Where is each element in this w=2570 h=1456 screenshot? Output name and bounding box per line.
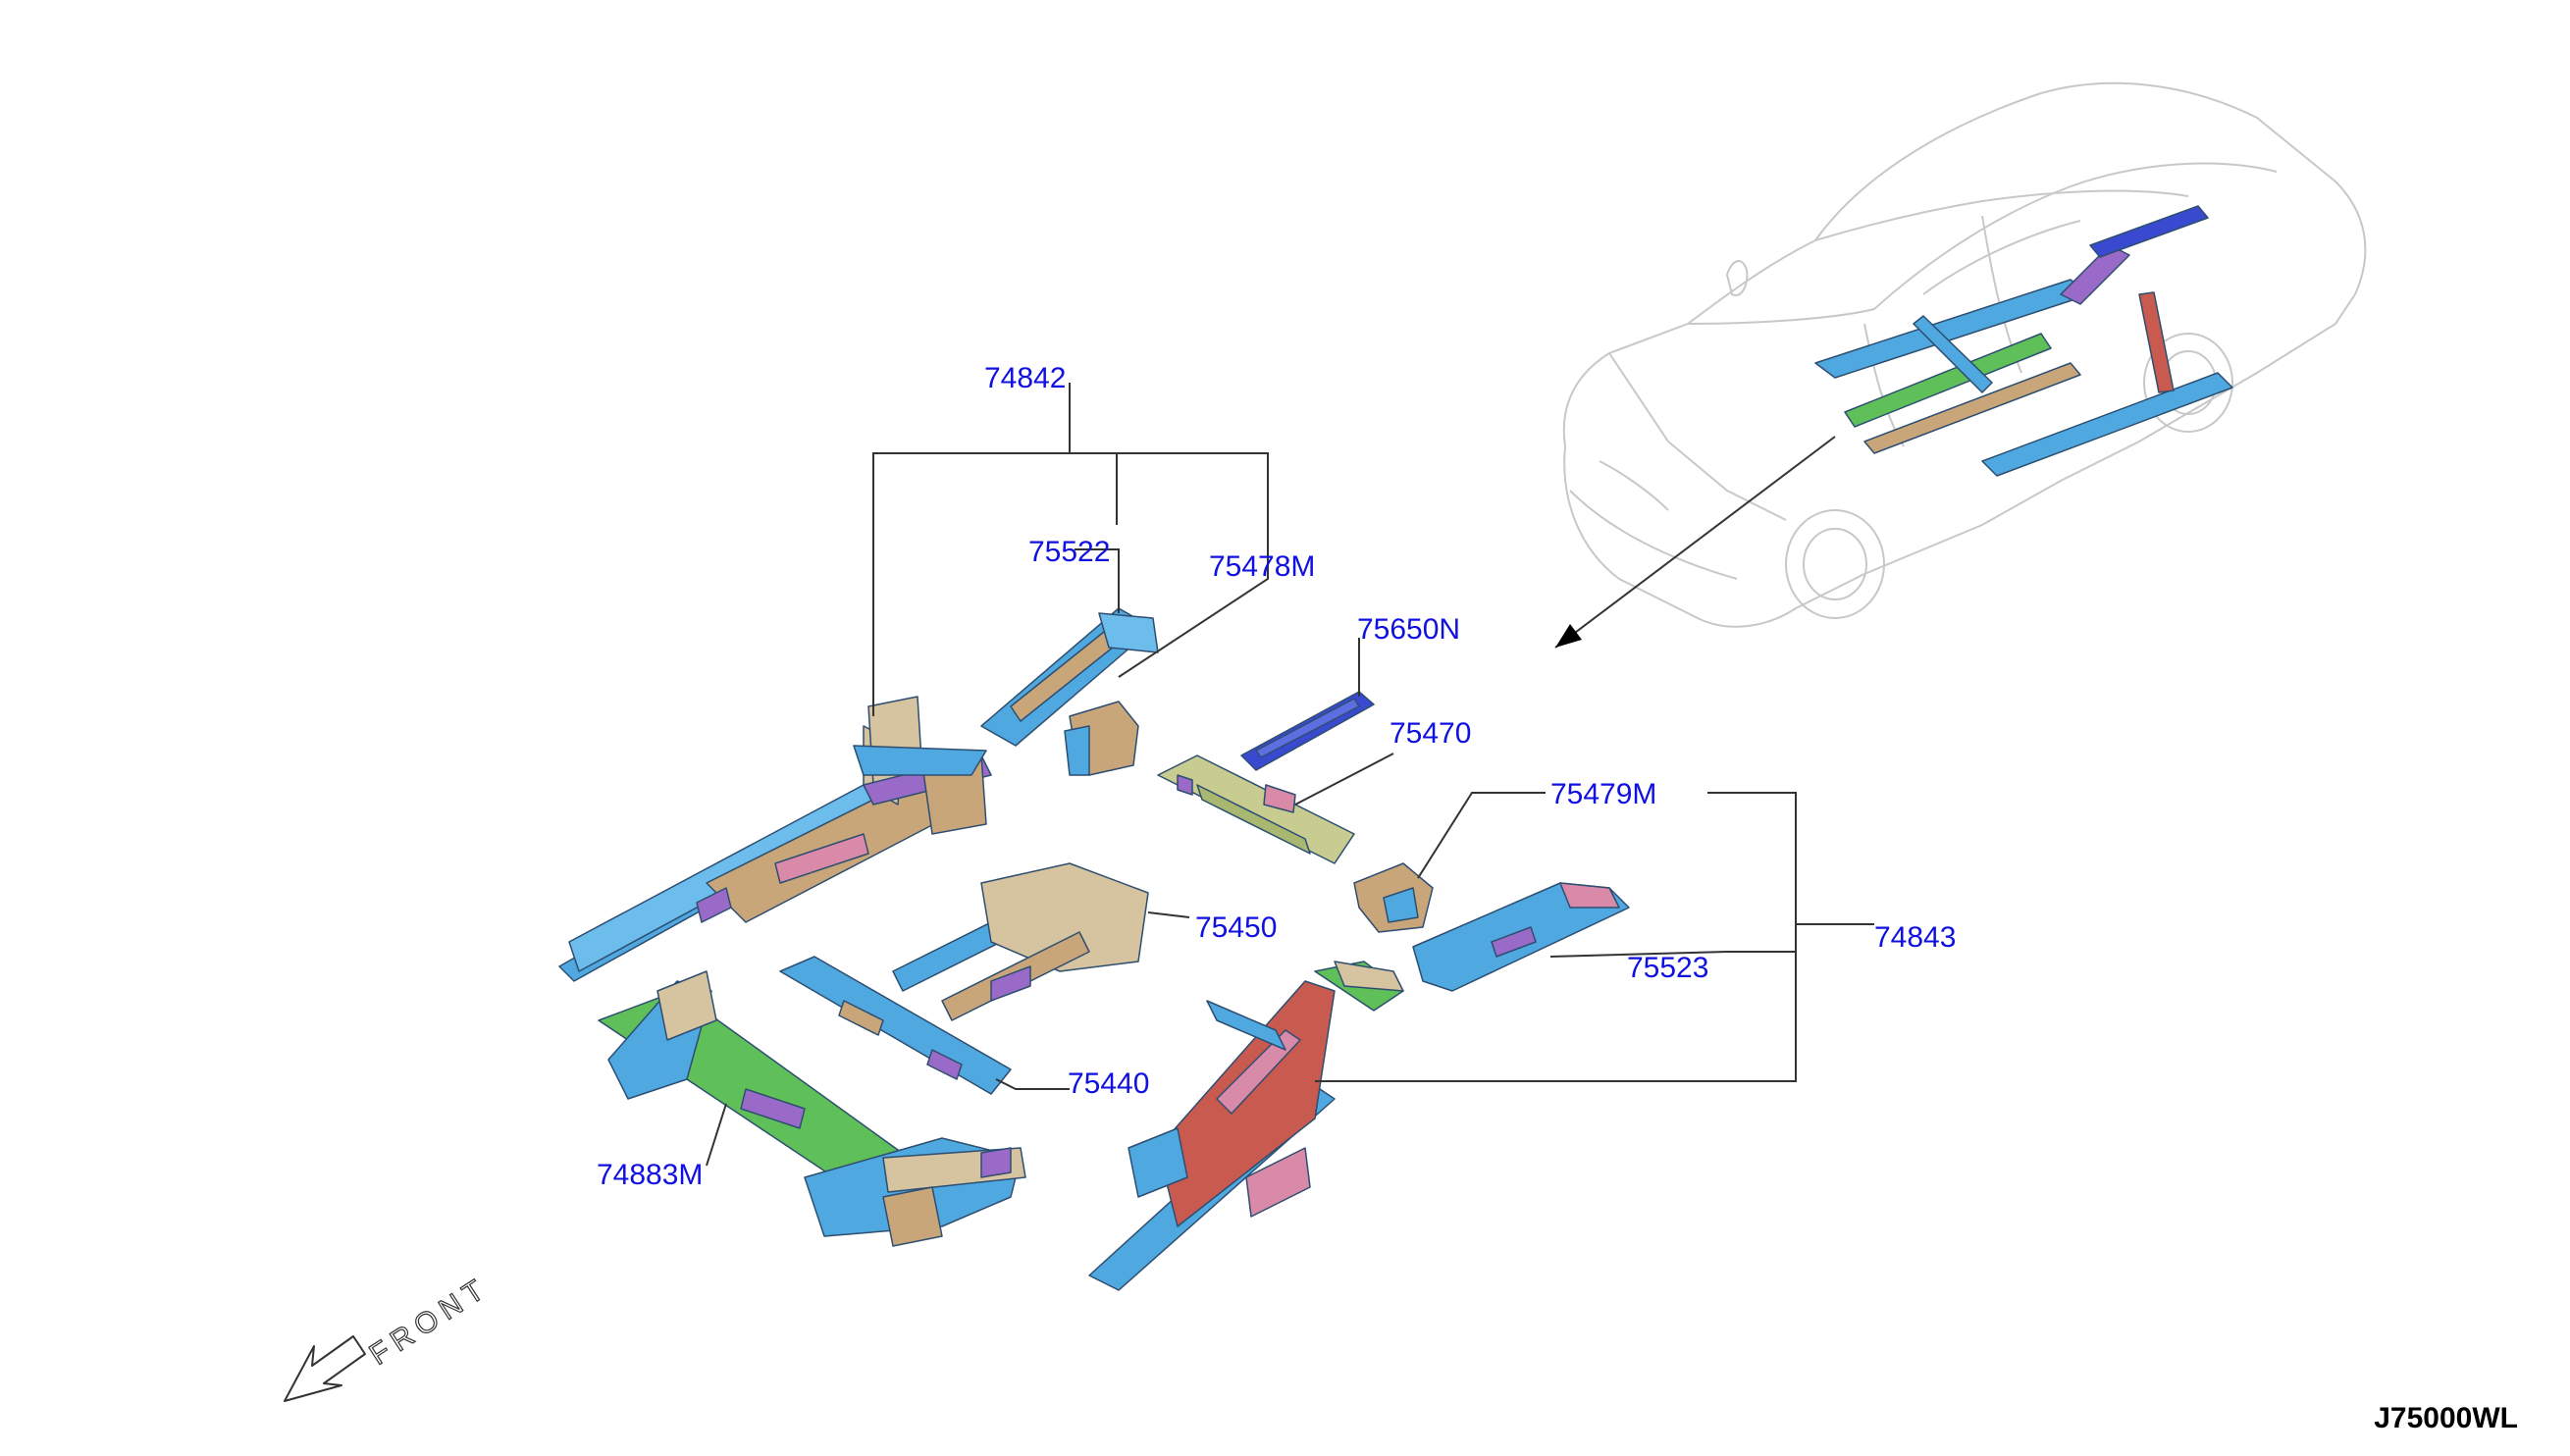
- part-75450-floor-member: [892, 862, 1149, 1021]
- part-75470-crossmember: [1157, 754, 1355, 864]
- vehicle-illustration: [1554, 81, 2367, 649]
- part-75478M-bracket: [1064, 701, 1139, 776]
- part-75479M-bracket: [1353, 862, 1434, 933]
- leader-lines: [706, 383, 1874, 1167]
- label-74842[interactable]: 74842: [984, 362, 1066, 394]
- part-75522-member: [980, 607, 1159, 747]
- vehicle-frame-highlight: [1814, 205, 2233, 477]
- front-label: FRONT: [364, 1271, 496, 1372]
- part-75523-member: [1412, 882, 1630, 992]
- label-74843[interactable]: 74843: [1874, 921, 1956, 954]
- diagram-code: J75000WL: [2374, 1402, 2518, 1434]
- rear-side-member-right: [1088, 961, 1404, 1291]
- label-75650N[interactable]: 75650N: [1357, 613, 1460, 646]
- label-75478M[interactable]: 75478M: [1209, 550, 1315, 583]
- part-74883M-assembly: [598, 970, 1026, 1247]
- part-labels: 74842 75522 75478M 75650N 75470 75479M 7…: [597, 362, 1956, 1191]
- front-side-member-left: [558, 696, 992, 982]
- label-75523[interactable]: 75523: [1627, 952, 1708, 984]
- label-75470[interactable]: 75470: [1390, 717, 1471, 750]
- label-75522[interactable]: 75522: [1028, 536, 1110, 568]
- label-74883M[interactable]: 74883M: [597, 1159, 703, 1191]
- part-75650N-plate: [1240, 691, 1375, 771]
- label-75479M[interactable]: 75479M: [1550, 778, 1656, 810]
- label-75450[interactable]: 75450: [1195, 911, 1277, 944]
- label-75440[interactable]: 75440: [1068, 1067, 1149, 1100]
- front-arrow-icon: [284, 1335, 366, 1402]
- front-indicator: FRONT: [284, 1270, 496, 1402]
- part-75440-member: [779, 956, 1012, 1095]
